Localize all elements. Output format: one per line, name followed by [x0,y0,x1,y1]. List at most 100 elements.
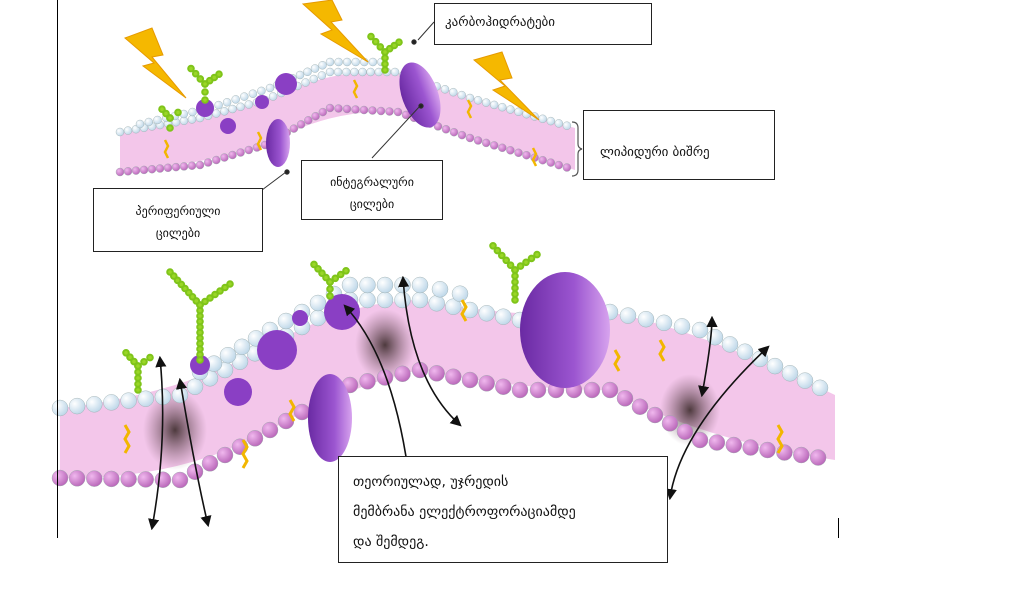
lipid-head [554,160,563,170]
theory-line-2: მემბრანა ელექტროფორაციამდე [353,504,576,520]
carbohydrate-bead [326,278,334,286]
carbohydrate-bead [310,260,318,269]
lipid-head [401,110,411,120]
carbohydrate-bead [381,60,389,68]
lipid-head [171,162,181,172]
lipid-head [123,167,133,176]
lipid-head [163,163,173,173]
carbohydrates-label: კარბოჰიდრატები [434,3,652,45]
lipid-head [482,98,491,107]
lipid-head [342,57,352,67]
lipid-head [376,291,394,309]
lower-surface-protein [190,355,210,375]
lipid-head [304,116,313,125]
lipid-head [440,85,450,94]
lipid-head [368,57,378,67]
lipid-head [498,143,507,153]
lipid-head [781,365,799,382]
carbohydrate-bead [326,285,334,293]
carbohydrate-bead [191,69,200,78]
integral-proteins-line-1: ინტეგრალური [330,175,414,189]
lipid-head [619,307,637,324]
carbohydrate-bead [511,266,519,274]
lipid-head [333,67,343,77]
lipid-head [514,148,523,158]
lipid-head [212,109,221,118]
lipid-head [233,338,251,355]
lipid-head [248,89,258,98]
lipid-head [86,396,103,413]
lipid-head [562,121,572,130]
bidirectional-arrow-icon [148,275,770,531]
lipid-bilayer-bracket [571,121,583,177]
lipid-head [244,145,254,155]
lipid-head [482,138,491,148]
theory-line-3: და შემდეგ. [353,534,429,550]
lipid-head [265,83,275,93]
carbohydrate-chain-icon [122,242,541,394]
leader-lines [261,21,435,191]
lipid-head [465,133,475,143]
integral-proteins-label: ინტეგრალური ცილები [301,160,443,220]
carbohydrate-bead [390,41,399,50]
left-frame-line [57,0,58,538]
lipid-head [318,61,327,70]
carbohydrate-bead [134,380,142,388]
lipid-head [451,285,469,302]
lipid-head [646,406,664,424]
carbohydrate-bead [511,278,519,286]
lower-surface-protein [257,330,297,370]
lipid-head [201,455,219,472]
lipid-head [171,386,189,404]
lipid-head [317,71,327,80]
lipid-head [495,378,512,395]
carbohydrate-bead [140,358,148,366]
lipid-head [309,74,318,84]
lipid-head [793,446,810,464]
carbohydrate-bead [331,274,340,283]
carbohydrate-bead [134,374,142,382]
lipid-head [449,87,458,97]
carbohydrate-bead [201,297,209,306]
lipid-head [736,343,754,360]
lipid-head [296,120,306,129]
lipid-head [376,276,394,294]
carbohydrate-chain-icon [158,32,403,132]
carbohydrate-bead [342,267,350,275]
lipid-head [203,158,213,167]
carbohydrate-bead [216,287,224,295]
lipid-head [309,309,327,327]
carbohydrate-bead [201,96,209,104]
lipid-head [390,67,400,77]
carbohydrate-bead [196,301,204,309]
lipid-head [325,103,335,113]
lipid-head [115,127,125,137]
theory-caption: თეორიულად, უჯრედის მემბრანა ელექტროფორაც… [338,456,668,563]
carbohydrate-bead [381,66,389,74]
lipid-head [461,371,479,389]
lipid-head [220,107,229,116]
lipid-head [309,294,327,312]
lipid-head [359,105,369,115]
lipid-head [268,92,278,101]
lipid-head [506,105,515,114]
carbohydrate-bead [511,272,519,280]
lipid-head [103,470,120,488]
lipid-head [655,314,673,331]
lipid-head [478,375,495,392]
carbohydrate-bead [498,251,506,260]
carbohydrate-bead [511,284,519,292]
carbohydrate-bead [158,105,166,113]
lipid-head [137,471,154,488]
upper-surface-protein [275,73,297,95]
lower-integral-protein [520,272,610,388]
lipid-head [231,95,240,104]
carbohydrate-bead [367,32,375,41]
lipid-head [676,423,694,440]
lipid-head [511,381,529,399]
lipid-head [457,90,466,100]
carbohydrate-bead [489,242,497,250]
lipid-head [457,130,467,140]
lipid-head [498,102,507,112]
lipid-head [325,67,335,77]
